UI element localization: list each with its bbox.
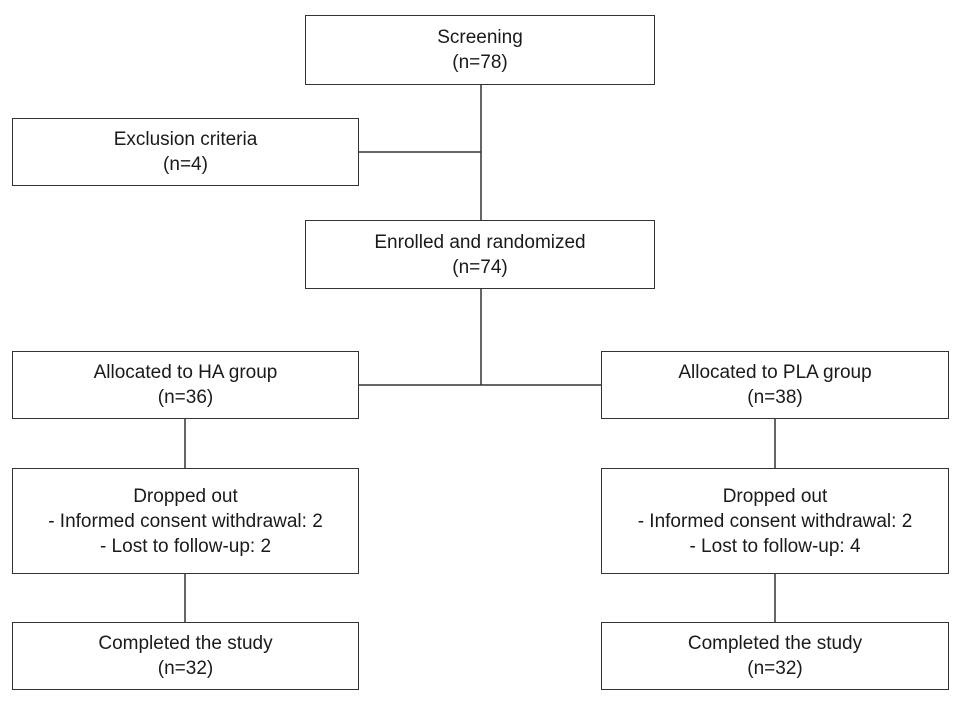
pla-completed-count: (n=32): [747, 658, 803, 679]
pla-allocated-count: (n=38): [747, 387, 803, 408]
ha-dropped-reason-consent: - Informed consent withdrawal: 2: [48, 510, 323, 532]
exclusion-box: Exclusion criteria (n=4): [12, 118, 359, 186]
ha-dropped-reason-followup: - Lost to follow-up: 2: [99, 535, 272, 557]
ha-allocated-count: (n=36): [157, 387, 214, 408]
exclusion-count: (n=4): [163, 154, 208, 175]
ha-dropped-box: Dropped out - Informed consent withdrawa…: [12, 468, 359, 574]
pla-dropped-box: Dropped out - Informed consent withdrawa…: [601, 468, 949, 574]
pla-dropped-reason-consent: - Informed consent withdrawal: 2: [637, 510, 913, 532]
ha-completed-title: Completed the study: [98, 633, 273, 654]
enrolled-count: (n=74): [452, 256, 508, 278]
pla-completed-title: Completed the study: [687, 633, 863, 654]
enrolled-title: Enrolled and randomized: [374, 231, 586, 253]
ha-allocated-title: Allocated to HA group: [93, 362, 278, 383]
ha-completed-box: Completed the study (n=32): [12, 622, 359, 690]
pla-allocated-box: Allocated to PLA group (n=38): [601, 351, 949, 419]
exclusion-title: Exclusion criteria: [113, 129, 258, 150]
screening-count: (n=78): [452, 52, 508, 73]
ha-allocated-box: Allocated to HA group (n=36): [12, 351, 359, 419]
screening-title: Screening: [437, 27, 523, 48]
pla-dropped-reason-followup: - Lost to follow-up: 4: [689, 535, 861, 557]
pla-allocated-title: Allocated to PLA group: [678, 362, 872, 383]
ha-completed-count: (n=32): [157, 658, 214, 679]
pla-dropped-title: Dropped out: [722, 485, 828, 507]
ha-dropped-title: Dropped out: [133, 485, 238, 507]
screening-box: Screening (n=78): [305, 15, 655, 85]
pla-completed-box: Completed the study (n=32): [601, 622, 949, 690]
enrolled-box: Enrolled and randomized (n=74): [305, 220, 655, 289]
